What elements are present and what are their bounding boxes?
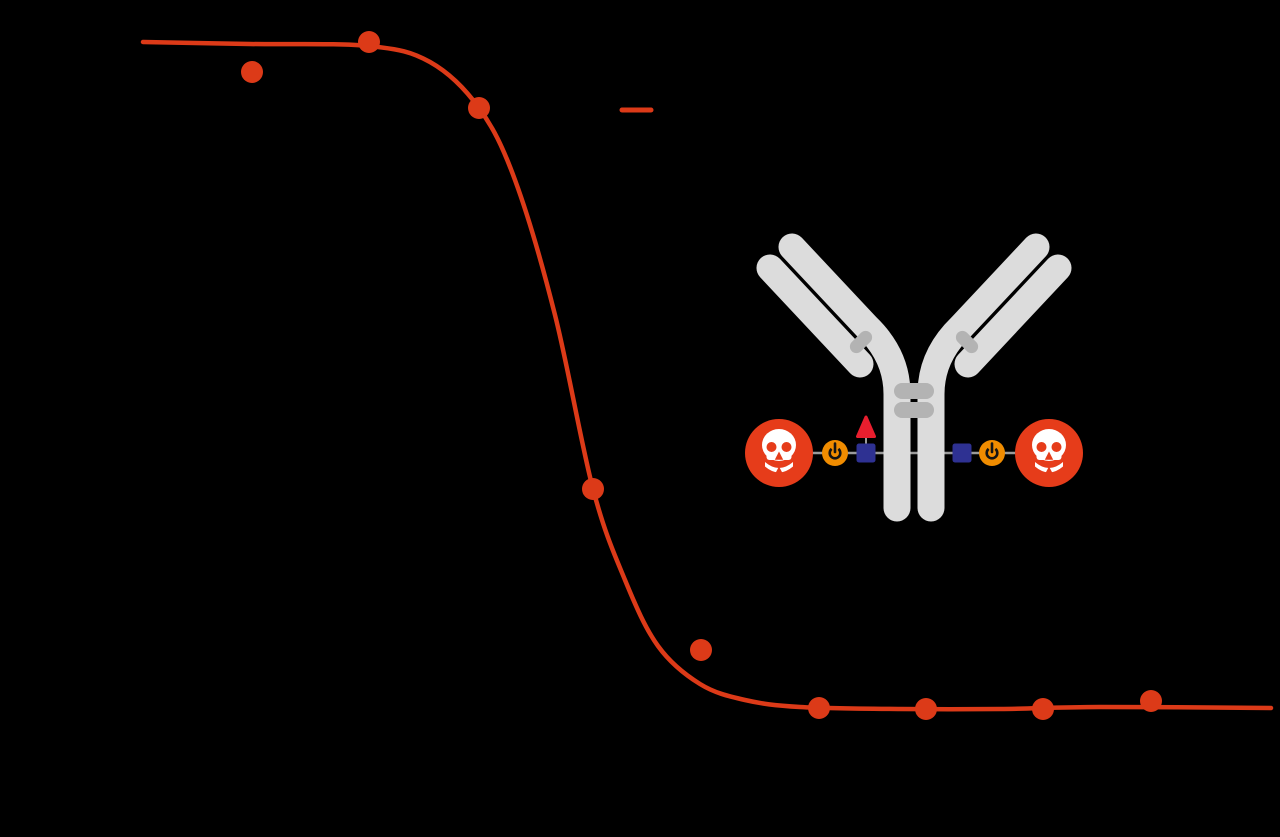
data-point [582,478,604,500]
power-icon-left [822,440,848,466]
power-icon [985,447,999,460]
disulfide-bond-left-arm [849,330,873,354]
power-icon-right [979,440,1005,466]
payload-skull-right [1015,419,1083,487]
triangle-up-icon [856,415,876,438]
data-point [915,698,937,720]
data-point [690,639,712,661]
hinge-bond-upper [894,383,934,399]
skull-icon [762,429,796,473]
hinge-bond-lower [894,402,934,418]
data-point [808,697,830,719]
data-point [1032,698,1054,720]
antibody-icon [756,233,1072,522]
disulfide-bonds [849,330,979,418]
adc-illustration [745,233,1083,522]
square-linker-icon-right [952,443,972,463]
data-point [358,31,380,53]
data-points [241,31,1162,720]
fit-curve [140,39,1274,712]
skull-icon [1032,429,1066,473]
light-chain-left [756,254,874,378]
power-icon [828,447,842,460]
data-point [1140,690,1162,712]
square-linker-icon-left [856,443,876,463]
site-marker [856,415,876,445]
data-point [468,97,490,119]
light-chain-right [954,254,1072,378]
payload-skull-left [745,419,813,487]
data-point [241,61,263,83]
